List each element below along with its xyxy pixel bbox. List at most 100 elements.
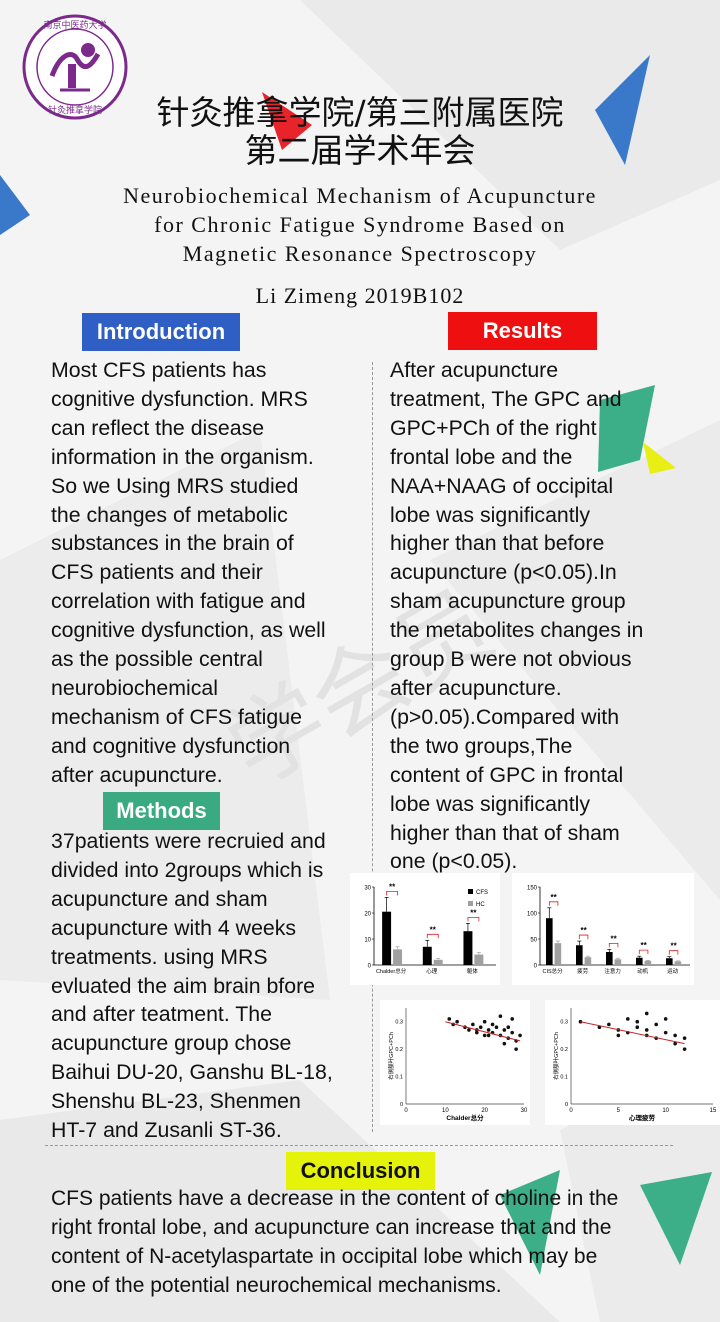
results-line: the two groups,The: [390, 733, 573, 758]
y-tick-label: 0.1: [560, 1075, 568, 1081]
y-tick-label: 100: [527, 912, 538, 918]
section-divider: [45, 1145, 673, 1146]
category-label: CIS总分: [543, 967, 564, 975]
methods-label: Methods: [103, 792, 220, 830]
legend-label: CFS: [476, 890, 488, 896]
results-line: (p>0.05).Compared with: [390, 704, 620, 729]
introduction-line: correlation with fatigue and: [51, 589, 306, 614]
y-tick-label: 0: [565, 1102, 568, 1108]
data-point: [447, 1017, 452, 1021]
data-point: [673, 1041, 677, 1046]
y-tick-label: 0.1: [395, 1075, 403, 1081]
introduction-line: as the possible central: [51, 647, 263, 672]
results-line: group B were not obvious: [390, 647, 632, 672]
x-tick-label: 20: [481, 1108, 488, 1114]
methods-line: divided into 2groups which is: [51, 857, 324, 882]
conclusion-label: Conclusion: [286, 1152, 435, 1190]
data-point: [502, 1041, 507, 1046]
bar: [674, 961, 682, 965]
conclusion-text: CFS patients have a decrease in the cont…: [51, 1185, 711, 1301]
methods-line: Shenshu BL-23, Shenmen: [51, 1089, 301, 1114]
significance-label: **: [640, 941, 647, 950]
bar: [636, 957, 643, 965]
category-label: Chalder总分: [376, 967, 407, 975]
significance-label: **: [550, 893, 557, 902]
legend-swatch: [468, 889, 473, 894]
introduction-line: neurobiochemical: [51, 675, 218, 700]
significance-label: **: [580, 926, 587, 935]
y-tick-label: 0.2: [560, 1047, 568, 1053]
data-point: [510, 1017, 514, 1021]
data-point: [518, 1033, 522, 1038]
y-tick-label: 0.2: [395, 1047, 403, 1053]
introduction-line: the changes of metabolic: [51, 502, 288, 527]
conclusion-line: CFS patients have a decrease in the cont…: [51, 1187, 619, 1210]
x-tick-label: 0: [404, 1108, 408, 1114]
significance-label: **: [430, 925, 437, 934]
methods-line: HT-7 and Zusanli ST-36.: [51, 1118, 282, 1143]
x-tick-label: 10: [662, 1108, 669, 1114]
y-tick-label: 30: [364, 886, 371, 892]
introduction-line: CFS patients and their: [51, 560, 263, 585]
bar: [382, 911, 392, 965]
category-label: 疲劳: [577, 967, 589, 975]
data-point: [682, 1036, 687, 1040]
significance-label: **: [470, 908, 477, 917]
introduction-line: cognitive dysfunction, as well: [51, 618, 326, 643]
category-label: 躯体: [467, 967, 479, 975]
data-point: [494, 1025, 499, 1029]
data-point: [663, 1030, 668, 1035]
conclusion-line: content of N-acetylaspartate in occipita…: [51, 1244, 598, 1268]
methods-line: acupuncture and sham: [51, 886, 268, 911]
bar: [644, 960, 652, 965]
introduction-line: mechanism of CFS fatigue: [51, 704, 302, 729]
results-line: sham acupuncture group: [390, 589, 626, 614]
results-line: lobe was significantly: [390, 791, 591, 816]
conference-title-line-1: 针灸推拿学院/第三附属医院: [156, 93, 564, 132]
data-point: [478, 1025, 483, 1029]
bar: [554, 943, 562, 965]
legend-swatch: [468, 901, 473, 906]
bar: [614, 959, 622, 965]
x-tick-label: 0: [569, 1108, 573, 1114]
category-label: 注意力: [604, 967, 621, 975]
data-point: [482, 1019, 487, 1024]
significance-bracket: [467, 917, 480, 922]
paper-title-line-3: Magnetic Resonance Spectroscopy: [182, 241, 538, 266]
category-label: 心理: [426, 968, 438, 975]
bar: [666, 958, 673, 965]
introduction-line: after acupuncture.: [51, 762, 223, 787]
data-point: [486, 1033, 491, 1038]
methods-text: 37patients were recruied and divided into…: [51, 827, 373, 1145]
introduction-line: So we Using MRS studied: [51, 473, 299, 498]
data-point: [490, 1022, 495, 1027]
bar: [546, 918, 553, 965]
results-line: the metabolites changes in: [390, 618, 644, 643]
y-tick-label: 0: [534, 964, 538, 970]
methods-line: 37patients were recruied and: [51, 829, 326, 853]
y-axis-label: 右侧额叶GPC+PCh: [552, 1032, 560, 1080]
data-point: [616, 1033, 621, 1038]
data-point: [502, 1028, 507, 1032]
trend-line: [580, 1021, 685, 1045]
logo-text-top: 南京中医药大学: [43, 19, 106, 30]
conference-title-line-2: 第二届学术年会: [244, 131, 476, 170]
results-line: content of GPC in frontal: [390, 762, 624, 787]
results-line: NAA+NAAG of occipital: [390, 473, 614, 498]
methods-line: and after teatment. The: [51, 1002, 272, 1027]
category-label: 运动: [667, 967, 679, 975]
data-point: [510, 1030, 514, 1035]
data-point: [455, 1019, 459, 1024]
data-point: [644, 1011, 649, 1016]
data-point: [506, 1025, 511, 1029]
significance-bracket: [638, 949, 649, 955]
data-point: [475, 1030, 479, 1035]
results-line: acupuncture (p<0.05).In: [390, 560, 617, 585]
introduction-line: and cognitive dysfunction: [51, 733, 291, 758]
data-point: [486, 1028, 491, 1032]
methods-line: treatments. using MRS: [51, 944, 268, 969]
